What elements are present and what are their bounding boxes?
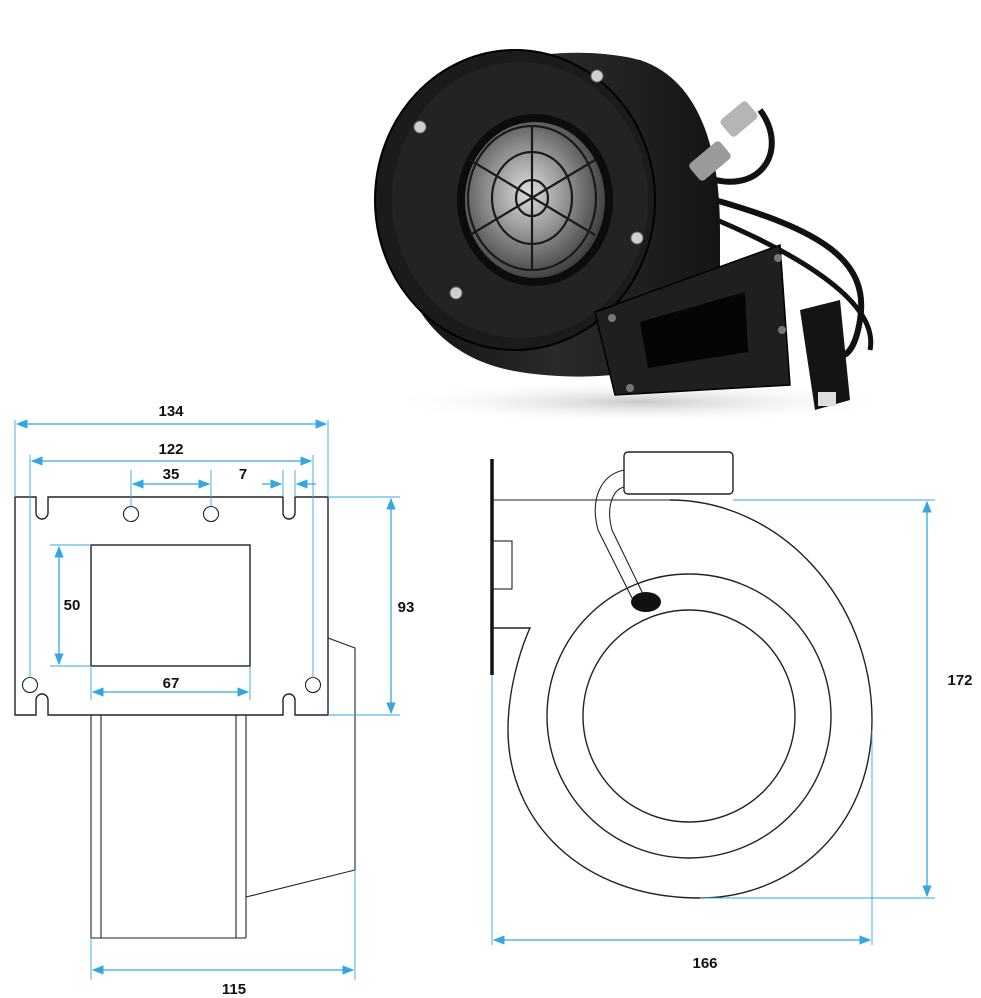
dim-label-slot-width: 7 [239,466,247,483]
side-view: 172 166 [490,451,973,972]
front-view: 134 122 35 7 50 93 67 115 [14,403,415,998]
cable-gland [631,592,661,612]
housing-inner-ring [546,573,832,859]
blower-fan-photo [374,49,900,424]
mounting-hole [304,676,322,694]
dim-label-overall-height: 172 [947,672,972,689]
dim-label-top-holes-spacing: 35 [163,466,180,483]
dim-label-outlet-width: 67 [163,675,180,692]
dim-label-overall-width: 134 [158,403,184,420]
terminal-box [623,451,734,495]
dim-label-hole-spacing: 122 [158,441,183,458]
inlet-ring [582,609,796,823]
outlet-opening [90,544,251,667]
scroll-housing [492,499,873,899]
flange-tab [491,540,513,590]
dim-label-overall-length: 166 [692,955,717,972]
dim-label-flange-height: 93 [398,599,415,616]
mounting-hole [122,505,140,523]
dim-label-outlet-height: 50 [64,597,81,614]
mounting-hole [21,676,39,694]
mounting-hole [202,505,220,523]
dim-label-body-depth: 115 [222,981,246,998]
